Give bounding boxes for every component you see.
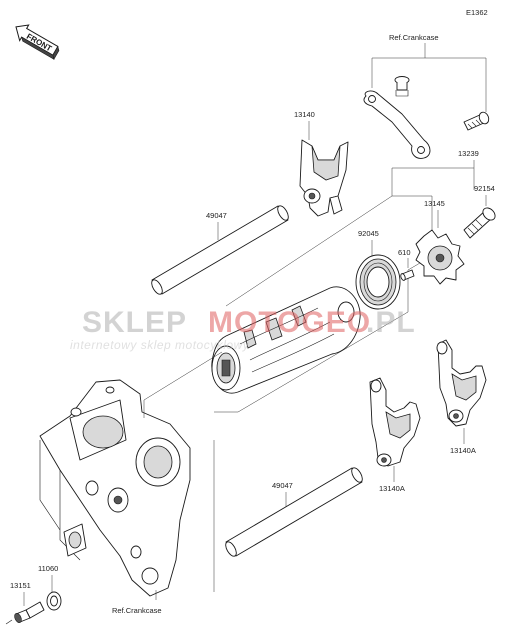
shift-fork-top-icon: [299, 139, 349, 217]
shift-rod-top-icon: [151, 205, 289, 295]
label-13140a-mid: 13140A: [379, 484, 405, 493]
shift-rod-bottom-icon: [225, 467, 363, 557]
label-92045: 92045: [358, 229, 379, 238]
gasket-washer-icon: [46, 591, 62, 611]
label-13151: 13151: [10, 581, 31, 590]
label-13239: 13239: [458, 149, 479, 158]
screw-top-icon: [394, 76, 410, 97]
label-ref-crankcase-bottom: Ref.Crankcase: [112, 606, 162, 615]
watermark-sub: internetowy sklep motocyklowy: [70, 338, 250, 352]
diagram-code: E1362: [466, 8, 488, 17]
label-13140a-right: 13140A: [450, 446, 476, 455]
frame-drum-right: [214, 195, 433, 413]
label-49047-bottom: 49047: [272, 481, 293, 490]
leader-crankcase-drum: [143, 351, 223, 418]
crankcase-icon: [39, 379, 191, 597]
shift-fork-right-icon: [436, 339, 487, 427]
front-arrow-icon: FRONT: [15, 24, 60, 60]
dowel-pin-icon: [400, 269, 415, 281]
bolt-lever-icon: [463, 111, 490, 131]
shift-drum-icon: [211, 286, 361, 394]
label-13140-top: 13140: [294, 110, 315, 119]
label-610: 610: [398, 248, 411, 257]
bolt-92154-icon: [463, 207, 496, 239]
label-13145: 13145: [424, 199, 445, 208]
label-49047-top: 49047: [206, 211, 227, 220]
label-ref-crankcase-top: Ref.Crankcase: [389, 33, 439, 42]
label-92154: 92154: [474, 184, 495, 193]
watermark: SKLEP MOTOGEO .PL internetowy sklep moto…: [70, 306, 416, 352]
shift-fork-middle-icon: [369, 377, 421, 467]
watermark-tld: .PL: [366, 306, 416, 339]
watermark-brand-a: SKLEP: [82, 306, 187, 339]
neutral-switch-icon: [5, 601, 45, 625]
label-11060: 11060: [38, 564, 58, 573]
shift-cam-icon: [415, 229, 465, 285]
watermark-brand-b: MOTOGEO: [208, 306, 371, 339]
leader-13239: [392, 160, 475, 190]
stopper-lever-icon: [363, 90, 431, 159]
ball-bearing-icon: [355, 254, 401, 310]
leader-ref-crankcase-top: [371, 43, 487, 112]
